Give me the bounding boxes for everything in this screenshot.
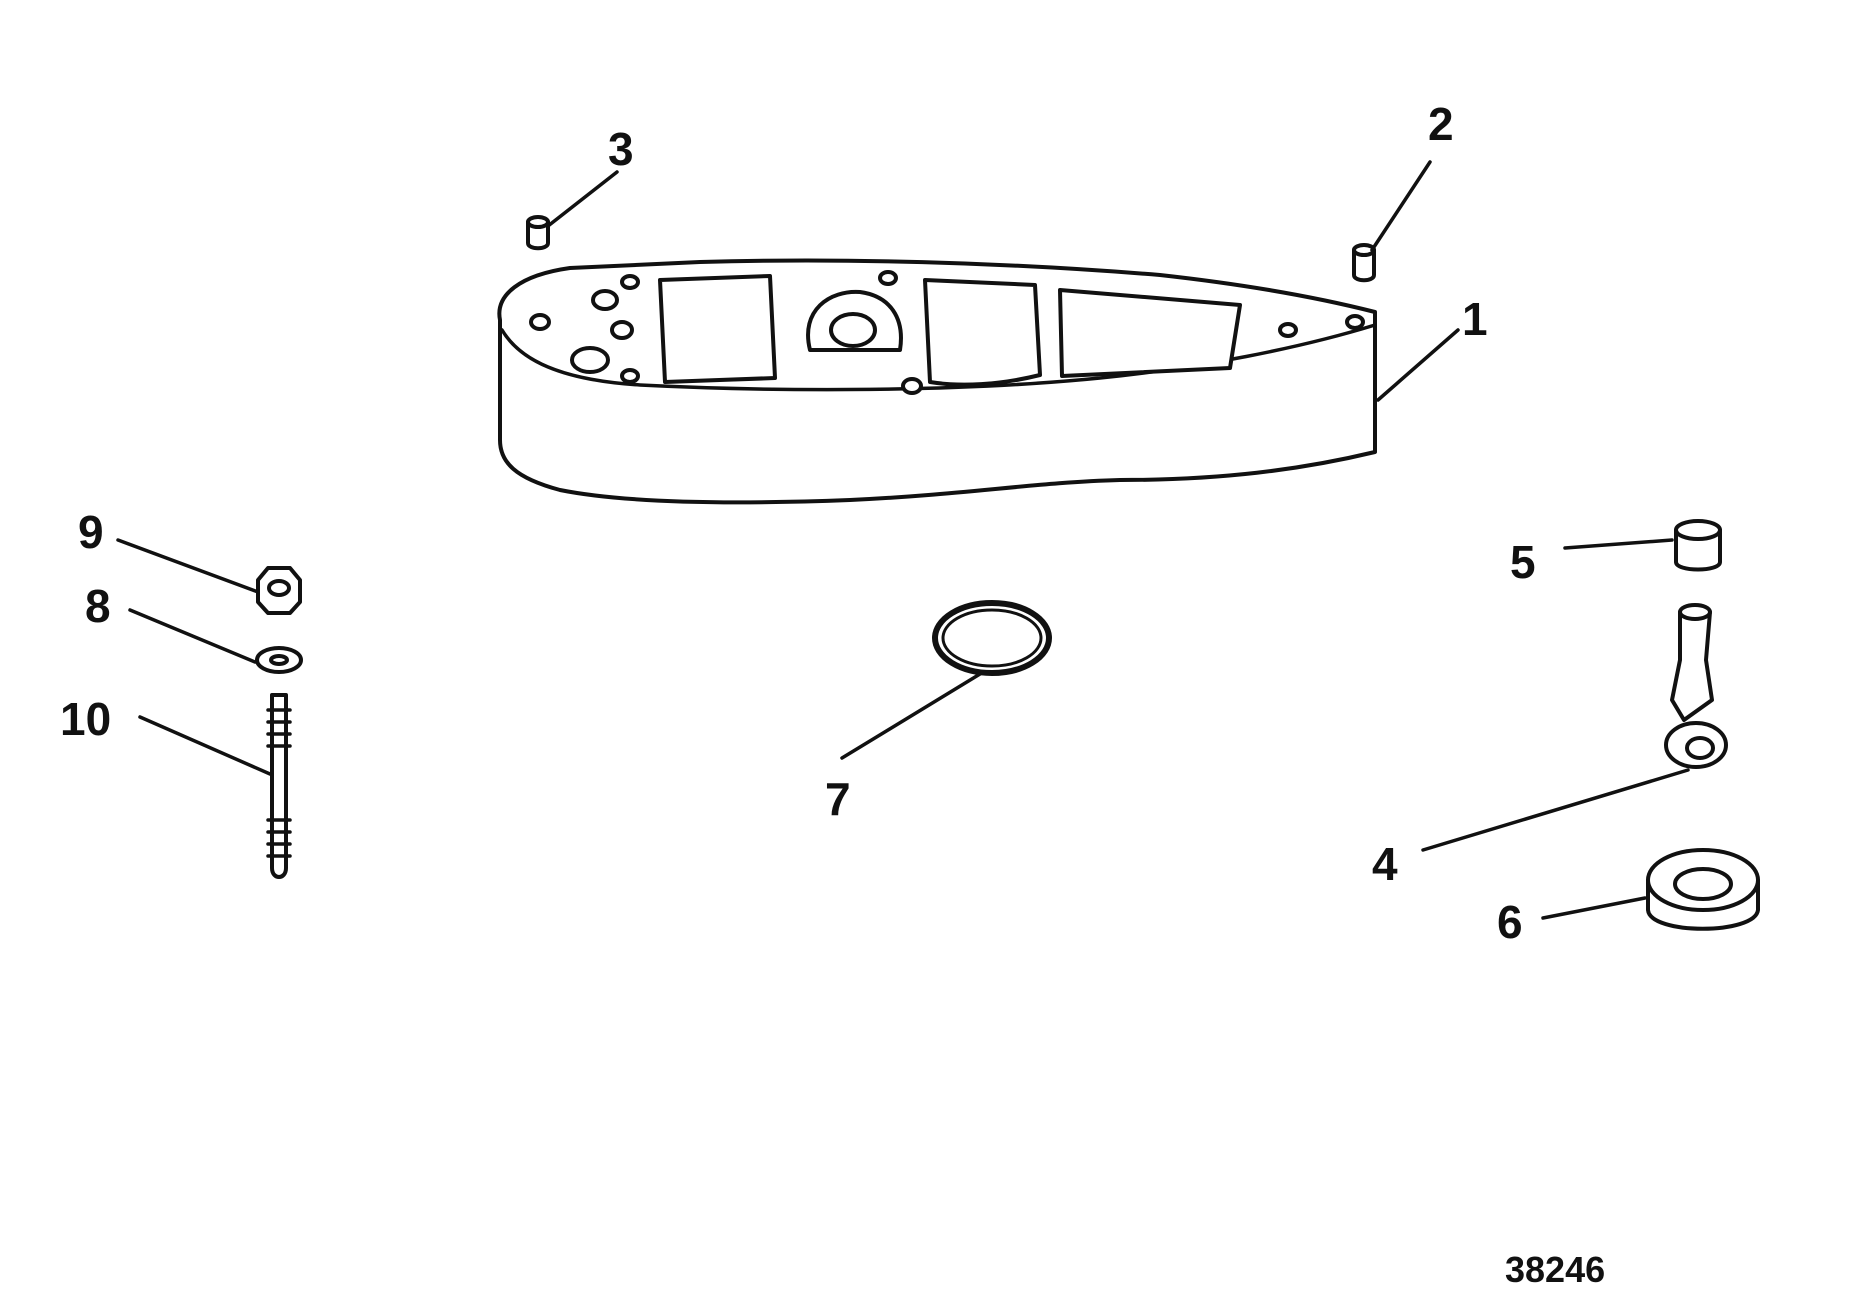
leader-4 xyxy=(1421,768,1690,852)
washer-part xyxy=(255,646,303,674)
dowel-pin-left-part xyxy=(526,215,550,251)
leader-6 xyxy=(1541,896,1647,920)
leader-3 xyxy=(546,170,619,228)
callout-4: 4 xyxy=(1372,838,1398,890)
leader-2 xyxy=(1370,160,1432,252)
adapter-plate-part xyxy=(497,258,1377,505)
leader-9 xyxy=(116,538,260,594)
leader-8 xyxy=(128,608,257,664)
bushing-part xyxy=(1646,848,1760,931)
leader-1 xyxy=(1376,328,1460,402)
leader-10 xyxy=(138,715,272,776)
callout-8: 8 xyxy=(85,580,111,632)
nut-part xyxy=(256,566,302,615)
dowel-pin-right-part xyxy=(1352,243,1376,283)
o-ring-part xyxy=(932,600,1052,676)
callout-6: 6 xyxy=(1497,896,1523,948)
callout-1: 1 xyxy=(1462,293,1488,345)
callout-labels: 1 2 3 4 5 6 7 8 9 10 xyxy=(60,98,1536,948)
cable-bolt-part xyxy=(1664,603,1728,769)
callout-10: 10 xyxy=(60,693,111,745)
callout-9: 9 xyxy=(78,506,104,558)
callout-7: 7 xyxy=(825,773,851,825)
callout-3: 3 xyxy=(608,123,634,175)
callout-2: 2 xyxy=(1428,98,1454,150)
figure-number: 38246 xyxy=(1505,1249,1605,1290)
leader-7 xyxy=(840,672,982,760)
leader-5 xyxy=(1563,538,1674,550)
leader-lines xyxy=(116,160,1690,920)
cap-part xyxy=(1674,519,1722,572)
callout-5: 5 xyxy=(1510,536,1536,588)
stud-part xyxy=(266,693,292,879)
